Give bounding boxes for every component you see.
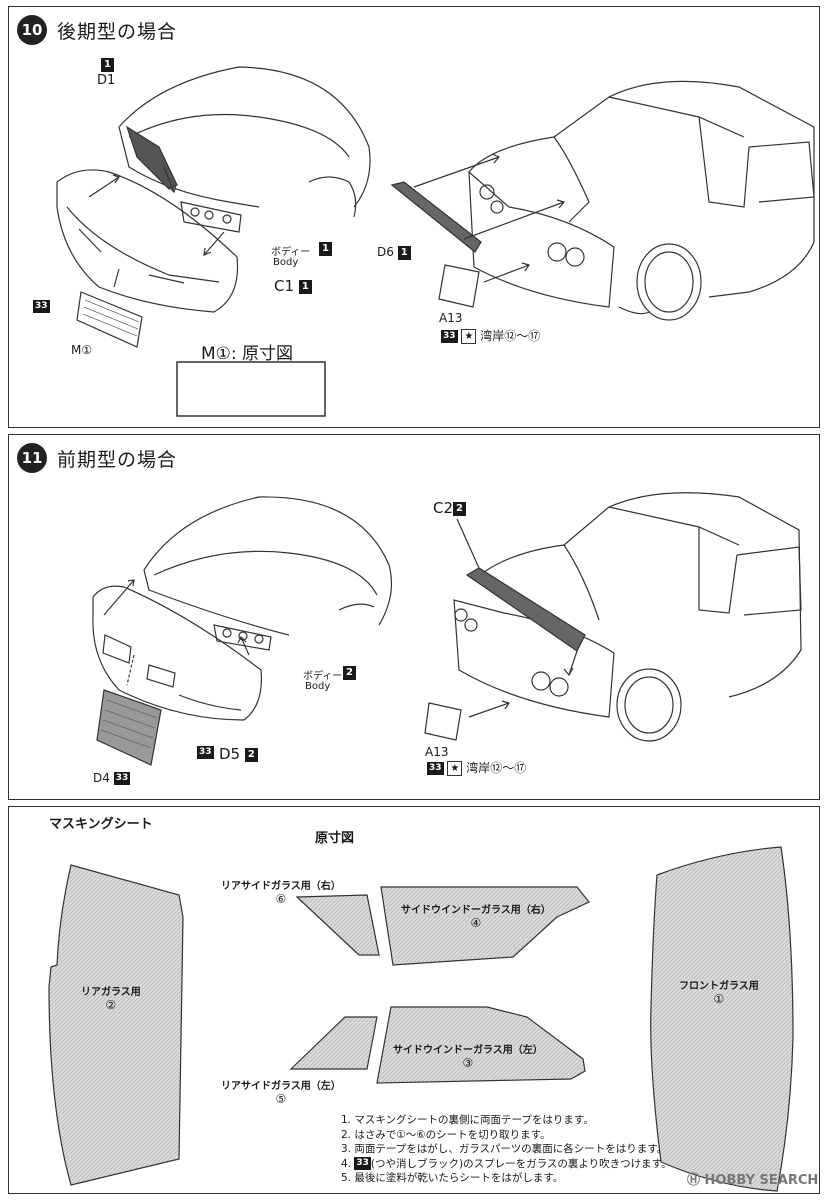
note-1: 1. マスキングシートの裏側に両面テープをはります。 — [341, 1114, 594, 1126]
step-11-badge: 11 — [17, 443, 47, 473]
body-label-jp: ボディー — [271, 247, 311, 258]
note-5: 5. 最後に塗料が乾いたらシートをはがします。 — [341, 1172, 564, 1184]
c1-label: C1 1 — [274, 277, 312, 295]
side-window-right-label: サイドウインドーガラス用（右）④ — [401, 905, 551, 930]
a13-note: 33 ★ 湾岸⑫～⑰ — [441, 329, 541, 344]
masking-sheet-title: マスキングシート — [49, 817, 153, 832]
step-10-badge: 10 — [17, 15, 47, 45]
step-11-title: 前期型の場合 — [57, 449, 178, 471]
step-10-title: 後期型の場合 — [57, 21, 178, 43]
body-label-en: Body — [273, 257, 299, 268]
full-size-label: 原寸図 — [315, 831, 355, 846]
rear-side-right-label: リアサイドガラス用（右）⑥ — [221, 881, 341, 906]
a13-label: A13 — [425, 745, 449, 759]
d6-label: D6 1 — [377, 245, 411, 260]
m1-label: M① — [71, 343, 93, 357]
star-icon: ★ — [447, 761, 463, 776]
star-icon: ★ — [461, 329, 477, 344]
masking-sheet-shapes — [48, 846, 794, 1192]
side-window-left-label: サイドウインドーガラス用（左）③ — [393, 1045, 543, 1070]
m1-template-title: M①: 原寸図 — [201, 344, 294, 364]
watermark: Ⓗ HOBBY SEARCH — [687, 1173, 819, 1188]
body-part-number: 1 — [319, 241, 332, 256]
instruction-notes: 1. マスキングシートの裏側に両面テープをはります。 2. はさみで①～⑥のシー… — [341, 1113, 672, 1186]
d1-part-number: 1 — [101, 57, 114, 72]
body-part-number: 2 — [343, 665, 356, 680]
note-2: 2. はさみで①～⑥のシートを切り取ります。 — [341, 1128, 551, 1141]
body-label-en: Body — [305, 681, 331, 692]
d4-label: D4 33 — [93, 771, 131, 785]
rear-side-left-label: リアサイドガラス用（左）⑤ — [221, 1081, 341, 1106]
note-4: 4. 33(つや消しブラック)のスプレーをガラスの裏より吹きつけます。 — [341, 1157, 672, 1170]
step-11-illustration — [92, 492, 802, 766]
d5-label: D5 2 — [219, 745, 258, 763]
paint-33-badge: 33 — [33, 300, 50, 313]
note-3: 3. 両面テープをはがし、ガラスパーツの裏面に各シートをはります。 — [341, 1143, 668, 1155]
step-10-panel: 10 後期型の場合 1 D1 ボディー 1 Body C1 1 33 M① D6… — [8, 6, 820, 428]
a13-label: A13 — [439, 311, 463, 325]
a13-note: 33 ★ 湾岸⑫～⑰ — [427, 761, 527, 776]
step-10-illustration — [56, 66, 815, 417]
watermark-logo-icon: Ⓗ — [687, 1173, 701, 1188]
d1-label: D1 — [97, 73, 116, 88]
body-label-jp: ボディー — [303, 671, 343, 682]
paint-33-badge: 33 — [197, 746, 214, 759]
